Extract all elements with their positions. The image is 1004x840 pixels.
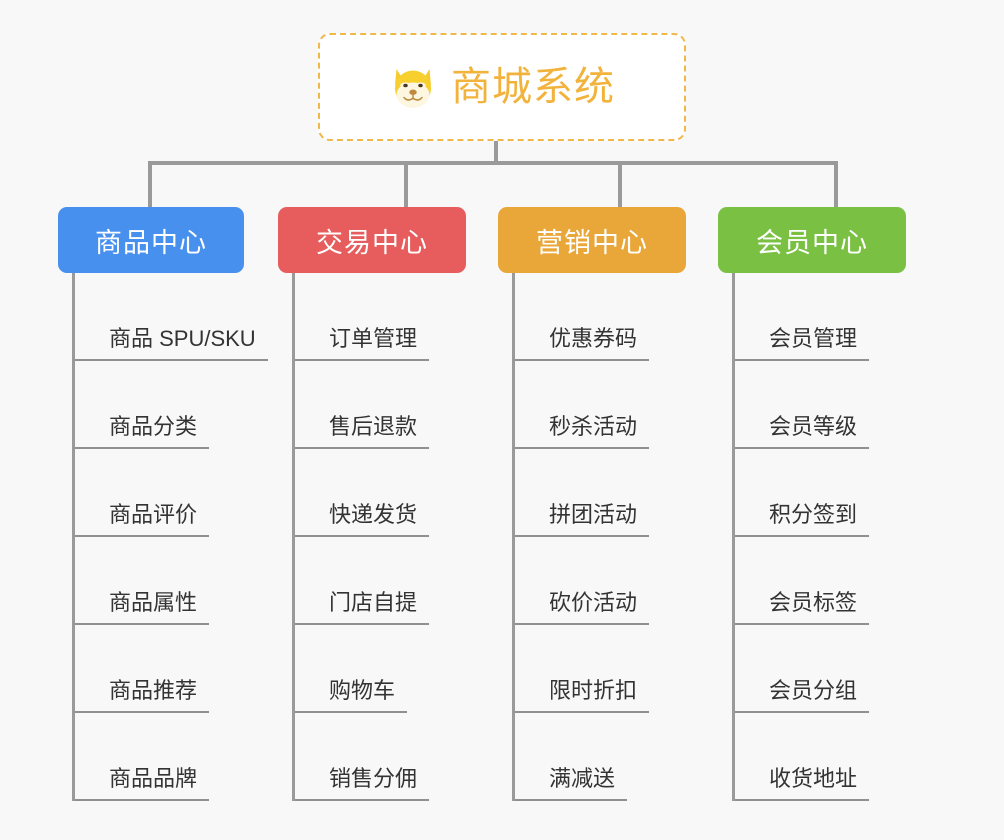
branch-item-label: 订单管理 <box>295 328 430 361</box>
branch-item-label: 收货地址 <box>735 768 870 801</box>
branch-item-label: 购物车 <box>295 680 408 713</box>
branch-item-label: 会员等级 <box>735 416 870 449</box>
root-node-wrapper: 商城系统 <box>0 33 1004 141</box>
branch-item[interactable]: 售后退款 <box>295 361 498 449</box>
branch-item-label: 商品推荐 <box>75 680 210 713</box>
branch-header-member[interactable]: 会员中心 <box>718 207 906 273</box>
branch-column-member: 会员中心 会员管理 会员等级 积分签到 会员标签 会员分组 收货地址 <box>718 207 938 801</box>
branch-item[interactable]: 销售分佣 <box>295 713 498 801</box>
branch-item-label: 拼团活动 <box>515 504 650 537</box>
branch-column-marketing: 营销中心 优惠券码 秒杀活动 拼团活动 砍价活动 限时折扣 满减送 <box>498 207 718 801</box>
branch-item[interactable]: 商品分类 <box>75 361 278 449</box>
branch-header-trade[interactable]: 交易中心 <box>278 207 466 273</box>
root-title: 商城系统 <box>451 65 615 109</box>
branch-item[interactable]: 秒杀活动 <box>515 361 718 449</box>
branch-item-list-member: 会员管理 会员等级 积分签到 会员标签 会员分组 收货地址 <box>732 273 938 801</box>
branch-item-list-marketing: 优惠券码 秒杀活动 拼团活动 砍价活动 限时折扣 满减送 <box>512 273 718 801</box>
branch-header-marketing[interactable]: 营销中心 <box>498 207 686 273</box>
branch-item[interactable]: 商品 SPU/SKU <box>75 273 278 361</box>
branch-item-label: 商品品牌 <box>75 768 210 801</box>
branch-item-list-product: 商品 SPU/SKU 商品分类 商品评价 商品属性 商品推荐 商品品牌 <box>72 273 278 801</box>
branch-column-product: 商品中心 商品 SPU/SKU 商品分类 商品评价 商品属性 商品推荐 商品品牌 <box>58 207 278 801</box>
branch-item-label: 优惠券码 <box>515 328 650 361</box>
branch-item-label: 门店自提 <box>295 592 430 625</box>
branch-item[interactable]: 拼团活动 <box>515 449 718 537</box>
branch-column-trade: 交易中心 订单管理 售后退款 快递发货 门店自提 购物车 销售分佣 <box>278 207 498 801</box>
branch-item[interactable]: 商品推荐 <box>75 625 278 713</box>
root-node[interactable]: 商城系统 <box>318 33 686 141</box>
branch-item[interactable]: 商品属性 <box>75 537 278 625</box>
branch-item-label: 商品 SPU/SKU <box>75 328 268 361</box>
shiba-dog-face-icon <box>395 69 431 108</box>
branch-item[interactable]: 快递发货 <box>295 449 498 537</box>
branch-item-label: 销售分佣 <box>295 768 430 801</box>
branch-item-label: 快递发货 <box>295 504 430 537</box>
branch-item-label: 限时折扣 <box>515 680 650 713</box>
branch-item[interactable]: 积分签到 <box>735 449 938 537</box>
branch-item[interactable]: 商品品牌 <box>75 713 278 801</box>
branch-item[interactable]: 会员标签 <box>735 537 938 625</box>
branch-item-label: 秒杀活动 <box>515 416 650 449</box>
branch-item[interactable]: 砍价活动 <box>515 537 718 625</box>
branch-item[interactable]: 会员分组 <box>735 625 938 713</box>
branch-header-product[interactable]: 商品中心 <box>58 207 244 273</box>
branch-item-label: 砍价活动 <box>515 592 650 625</box>
branch-item[interactable]: 商品评价 <box>75 449 278 537</box>
branch-columns: 商品中心 商品 SPU/SKU 商品分类 商品评价 商品属性 商品推荐 商品品牌… <box>0 207 1004 801</box>
branch-item-label: 商品分类 <box>75 416 210 449</box>
branch-item-label: 商品评价 <box>75 504 210 537</box>
branch-item[interactable]: 限时折扣 <box>515 625 718 713</box>
branch-item-list-trade: 订单管理 售后退款 快递发货 门店自提 购物车 销售分佣 <box>292 273 498 801</box>
branch-item-label: 会员管理 <box>735 328 870 361</box>
branch-item[interactable]: 满减送 <box>515 713 718 801</box>
branch-item[interactable]: 优惠券码 <box>515 273 718 361</box>
branch-item[interactable]: 门店自提 <box>295 537 498 625</box>
branch-item-label: 售后退款 <box>295 416 430 449</box>
branch-item[interactable]: 收货地址 <box>735 713 938 801</box>
branch-item-label: 会员标签 <box>735 592 870 625</box>
branch-item[interactable]: 订单管理 <box>295 273 498 361</box>
branch-item-label: 商品属性 <box>75 592 210 625</box>
branch-item[interactable]: 会员管理 <box>735 273 938 361</box>
branch-item[interactable]: 购物车 <box>295 625 498 713</box>
branch-item[interactable]: 会员等级 <box>735 361 938 449</box>
branch-item-label: 会员分组 <box>735 680 870 713</box>
branch-item-label: 积分签到 <box>735 504 870 537</box>
branch-item-label: 满减送 <box>515 768 628 801</box>
